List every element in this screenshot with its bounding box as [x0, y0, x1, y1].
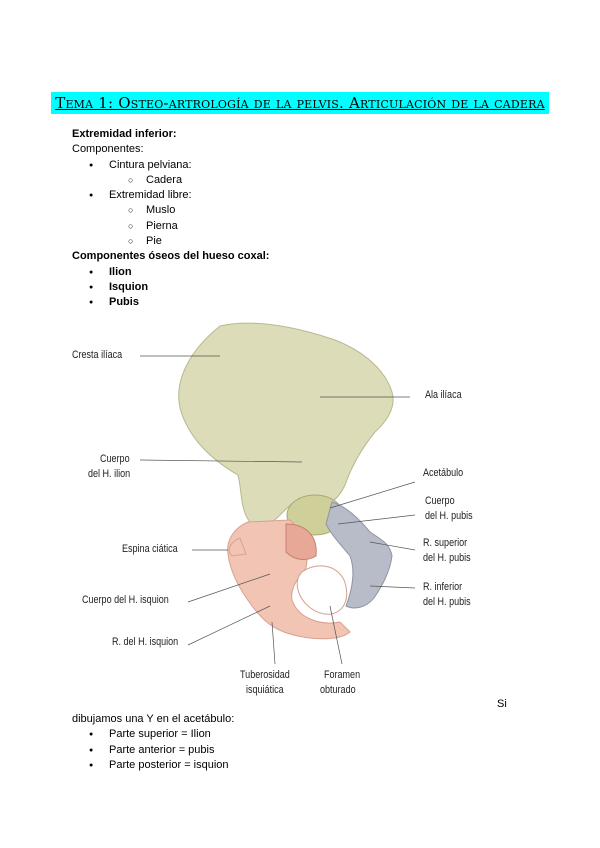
list-item: Parte posterior = isquion	[72, 758, 234, 774]
isquion-spine	[228, 537, 247, 557]
label-tuberosidad-2: isquiática	[246, 684, 284, 696]
label-cuerpo-isquion: Cuerpo del H. isquion	[82, 594, 169, 606]
components-list: Cintura pelviana: Cadera Extremidad libr…	[72, 158, 532, 250]
ilion-region	[178, 322, 394, 523]
section-heading-extremidad: Extremidad inferior:	[72, 128, 177, 140]
section-heading-coxal: Componentes óseos del hueso coxal:	[72, 250, 270, 263]
sub-list-item: Cadera	[72, 173, 532, 189]
label-foramen-2: obturado	[320, 684, 356, 696]
label-rama-inferior-2: del H. pubis	[423, 596, 471, 608]
y-intro: dibujamos una Y en el acetábulo:	[72, 713, 235, 725]
y-list: Parte superior = Ilion Parte anterior = …	[72, 727, 234, 773]
coxal-list: Ilion Isquion Pubis	[72, 265, 532, 311]
y-section: dibujamos una Y en el acetábulo: Parte s…	[72, 712, 234, 773]
sub-list-item: Muslo	[72, 203, 532, 219]
pubis-region	[325, 501, 393, 609]
title-container: Tema 1: Osteo-artrología de la pelvis. A…	[0, 92, 600, 114]
acetabulum-fossa	[285, 523, 317, 560]
label-cuerpo-ilion-2: del H. ilion	[88, 468, 131, 480]
components-intro: Componentes:	[72, 143, 144, 156]
document-body: Extremidad inferior: Componentes: Cintur…	[72, 127, 532, 311]
label-rama-isquion: R. del H. isquion	[112, 636, 179, 648]
trailing-word: Si	[497, 698, 507, 710]
list-item: Parte anterior = pubis	[72, 743, 234, 759]
list-item: Cintura pelviana:	[72, 158, 532, 174]
sub-list-item: Pierna	[72, 219, 532, 235]
obturator-foramen	[296, 565, 348, 615]
label-ala-iliaca: Ala ilíaca	[425, 389, 462, 401]
label-cuerpo-ilion-1: Cuerpo	[100, 453, 130, 465]
list-item: Pubis	[72, 295, 532, 311]
label-rama-inferior-1: R. inferior	[423, 581, 463, 593]
label-cuerpo-pubis-1: Cuerpo	[425, 495, 455, 507]
label-rama-superior-1: R. superior	[423, 537, 468, 549]
list-item: Isquion	[72, 280, 532, 296]
label-foramen-1: Foramen	[324, 669, 361, 681]
label-tuberosidad-1: Tuberosidad	[240, 669, 290, 681]
label-rama-superior-2: del H. pubis	[423, 552, 471, 564]
label-acetabulo: Acetábulo	[423, 467, 464, 479]
sub-list-item: Pie	[72, 234, 532, 250]
label-cresta-iliaca: Cresta ilíaca	[72, 349, 123, 361]
label-cuerpo-pubis-2: del H. pubis	[425, 510, 473, 522]
hip-bone-illustration	[139, 322, 416, 665]
isquion-region	[227, 519, 351, 640]
list-item: Extremidad libre:	[72, 188, 532, 204]
list-item: Parte superior = Ilion	[72, 727, 234, 743]
list-item: Ilion	[72, 265, 532, 281]
label-espina-ciatica: Espina ciática	[122, 543, 178, 555]
page-title: Tema 1: Osteo-artrología de la pelvis. A…	[51, 92, 549, 114]
hip-bone-figure: Cresta ilíaca Ala ilíaca Cuerpo del H. i…	[70, 310, 490, 710]
